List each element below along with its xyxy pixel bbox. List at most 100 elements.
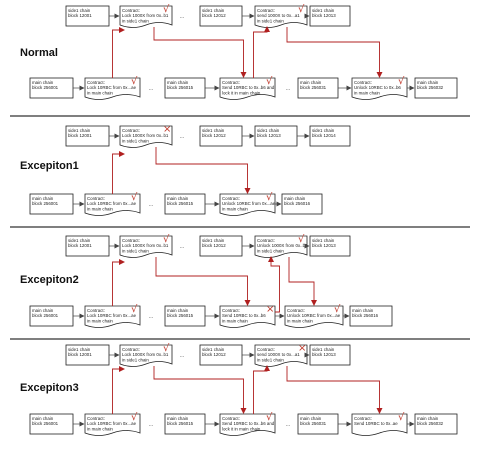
contract-document	[84, 413, 141, 436]
node-text-line: lock it in main chain	[222, 426, 261, 431]
node-text-line: in side1 chain	[257, 248, 284, 253]
block-box	[414, 77, 458, 99]
node-text-line: side1 chain	[312, 238, 335, 243]
node-text-line: main chain	[167, 196, 189, 201]
node-text-line: Unlock 10RBC from 0x...ae	[222, 201, 276, 206]
node-text-line: Contract:	[87, 196, 105, 201]
node-text-line: Contract:	[87, 308, 105, 313]
node-text-line: Contract:	[122, 238, 140, 243]
node-text-line: Contract:	[257, 347, 275, 352]
node-text-line: block 256031	[300, 421, 327, 426]
node-text-line: in side1 chain	[122, 248, 149, 253]
cross-chain-link	[153, 366, 247, 414]
cross-chain-link	[253, 365, 270, 414]
node-text-line: Contract:	[122, 8, 140, 13]
contract-document	[219, 193, 276, 216]
node-text-line: Contract:	[222, 196, 240, 201]
node-text-line: Lock 1000X from 0x..b1	[122, 243, 169, 248]
block-box	[309, 235, 351, 257]
node-text-line: lock it in main chain	[222, 90, 261, 95]
cross-chain-link	[286, 366, 383, 414]
node-text-line: block 256001	[32, 201, 59, 206]
node-text-line: block 256001	[32, 313, 59, 318]
check-mark-icon: √	[298, 4, 305, 15]
contract-document	[84, 77, 141, 100]
check-mark-icon: √	[266, 192, 273, 203]
contract-document	[254, 5, 308, 28]
check-mark-icon: √	[131, 76, 138, 87]
node-text-line: side1 chain	[312, 347, 335, 352]
node-text-line: in main chain	[87, 318, 113, 323]
contract-document	[119, 125, 173, 148]
node-text-line: in main chain	[222, 318, 248, 323]
contract-document	[284, 305, 344, 328]
node-text-line: Contract:	[257, 238, 275, 243]
node-text-line: side1 chain	[312, 8, 335, 13]
node-text-line: block 12001	[68, 243, 92, 248]
ellipsis-label: ...	[148, 86, 153, 92]
cross-mark-icon: ×	[298, 343, 306, 354]
node-text-line: side1 chain	[68, 128, 91, 133]
node-text-line: Contract:	[287, 308, 305, 313]
block-box	[349, 305, 393, 327]
ellipsis-label: ...	[148, 422, 153, 428]
node-text-line: block 12012	[202, 243, 226, 248]
ellipsis-label: ...	[148, 202, 153, 208]
ellipsis-label: ...	[148, 314, 153, 320]
node-text-line: block 12013	[312, 243, 336, 248]
node-text-line: main chain	[32, 308, 54, 313]
node-text-line: in main chain	[222, 206, 248, 211]
node-text-line: main chain	[167, 80, 189, 85]
node-text-line: main chain	[417, 416, 439, 421]
ellipsis-node: ...	[285, 422, 290, 428]
node-text-line: block 256016	[352, 313, 379, 318]
cross-chain-link	[288, 257, 317, 306]
node-text-line: side1 chain	[257, 128, 280, 133]
ellipsis-node: ...	[179, 353, 184, 359]
check-mark-icon: √	[163, 343, 170, 354]
node-text-line: Contract:	[222, 308, 240, 313]
node-text-line: Contract:	[122, 347, 140, 352]
node-text-line: Lock 10RBC from 0x...ae	[87, 421, 137, 426]
contract-document	[119, 5, 173, 28]
check-mark-icon: √	[298, 234, 305, 245]
node-text-line: main chain	[300, 80, 322, 85]
check-mark-icon: √	[131, 192, 138, 203]
check-mark-icon: √	[398, 76, 405, 87]
node-text-line: Lock 1000X from 0x..b1	[122, 352, 169, 357]
node-text-line: block 12012	[202, 13, 226, 18]
node-text-line: Contract:	[87, 80, 105, 85]
node-text-line: block 256015	[167, 421, 194, 426]
check-mark-icon: √	[163, 234, 170, 245]
cross-chain-link	[268, 256, 280, 313]
ellipsis-node: ...	[148, 422, 153, 428]
node-text-line: Send 10RBC to 0x..ae	[354, 421, 398, 426]
ellipsis-node: ...	[148, 314, 153, 320]
node-text-line: Contract:	[87, 416, 105, 421]
node-text-line: block 256032	[417, 85, 444, 90]
ellipsis-label: ...	[179, 244, 184, 250]
